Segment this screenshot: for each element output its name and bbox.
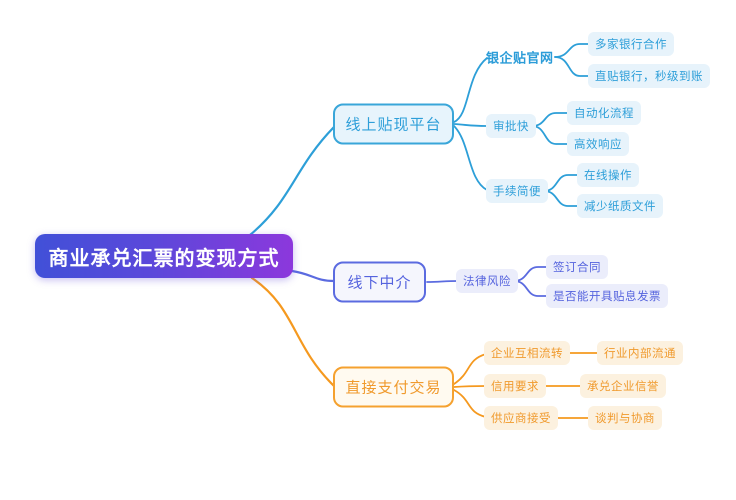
leaf-industry-circulation[interactable]: 行业内部流通 (597, 341, 683, 365)
edge-yinqitie-duojia (554, 43, 591, 58)
leaf-online-operation[interactable]: 在线操作 (577, 163, 639, 187)
leaf-negotiation[interactable]: 谈判与协商 (588, 406, 662, 430)
edge-root-online (248, 125, 336, 237)
branch-online-discount-platform[interactable]: 线上贴现平台 (333, 103, 454, 145)
edge-shenpi-zidong (531, 112, 570, 127)
edge-shouxu-jianshao (543, 190, 580, 207)
branch-direct-payment[interactable]: 直接支付交易 (333, 366, 454, 408)
edge-falv-shifou (513, 280, 549, 297)
leaf-acceptor-reputation[interactable]: 承兑企业信誉 (580, 374, 666, 398)
leaf-discount-invoice[interactable]: 是否能开具贴息发票 (546, 284, 668, 308)
leaf-multi-bank-cooperation[interactable]: 多家银行合作 (588, 32, 674, 56)
node-supplier-acceptance[interactable]: 供应商接受 (484, 406, 558, 430)
leaf-sign-contract[interactable]: 签订合同 (546, 255, 608, 279)
root-node[interactable]: 商业承兑汇票的变现方式 (35, 234, 293, 278)
leaf-efficient-response[interactable]: 高效响应 (567, 132, 629, 156)
node-fast-approval[interactable]: 审批快 (486, 114, 536, 138)
edge-online-shenpi (453, 123, 487, 127)
edge-online-shouxu (453, 125, 488, 191)
node-simple-procedure[interactable]: 手续简便 (486, 179, 548, 203)
node-bank-discount-site[interactable]: 银企贴官网 (486, 50, 554, 66)
node-legal-risk[interactable]: 法律风险 (456, 269, 518, 293)
edge-online-yinqitie (453, 57, 488, 123)
branch-offline-intermediary[interactable]: 线下中介 (333, 261, 426, 303)
leaf-automated-process[interactable]: 自动化流程 (567, 101, 641, 125)
edge-offline-falv (426, 280, 459, 283)
edge-shenpi-gaoxiao (531, 125, 570, 145)
edge-shouxu-zaixian (543, 174, 580, 192)
edge-falv-qianding (513, 266, 549, 282)
edge-yinqitie-zhitie (554, 56, 591, 77)
edge-root-offline (290, 269, 336, 283)
edge-direct-gongying (453, 389, 487, 418)
edge-direct-xinyong (453, 385, 487, 388)
edge-direct-qiye (453, 353, 487, 385)
node-enterprise-circulation[interactable]: 企业互相流转 (484, 341, 570, 365)
leaf-less-paperwork[interactable]: 减少纸质文件 (577, 194, 663, 218)
node-credit-requirement[interactable]: 信用要求 (484, 374, 546, 398)
edge-root-direct (250, 276, 336, 388)
leaf-direct-bank-instant[interactable]: 直贴银行，秒级到账 (588, 64, 710, 88)
